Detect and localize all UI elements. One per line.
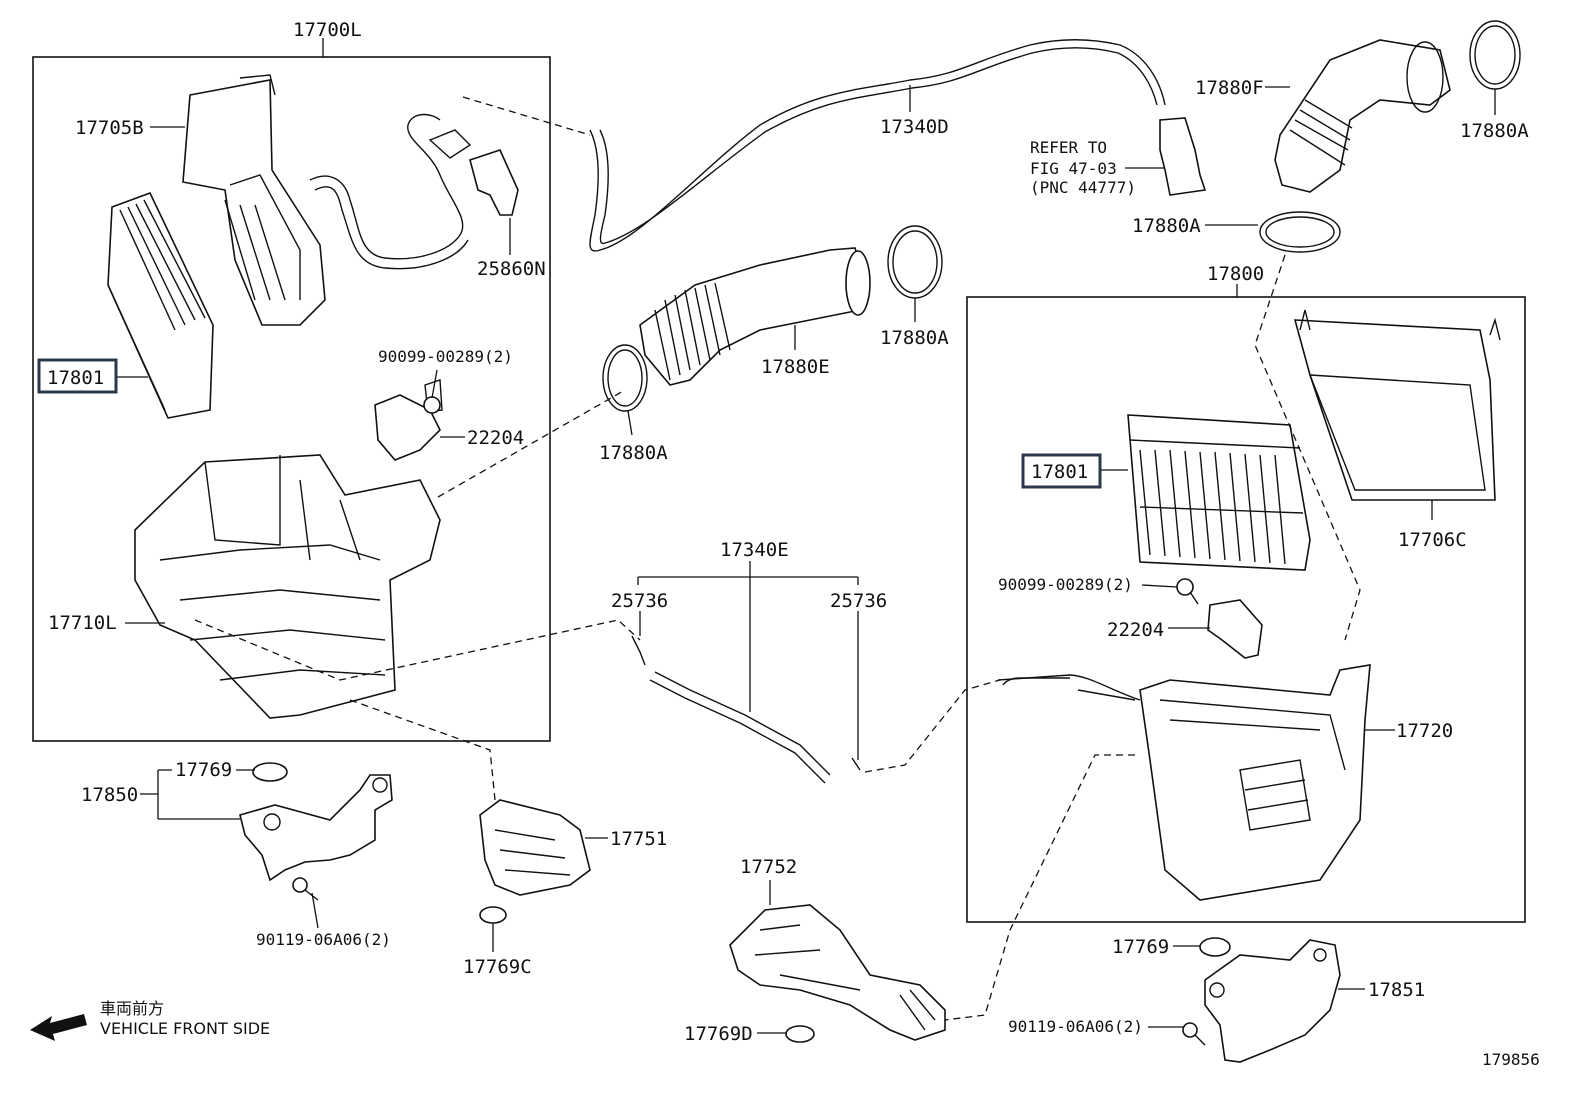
label-refer-to: REFER TO (1030, 138, 1107, 157)
air-cleaner-case-17720 (1002, 664, 1371, 901)
label-17851[interactable]: 17851 (1368, 979, 1425, 1001)
dash-line-3 (349, 699, 496, 801)
bolt-90099-left (423, 396, 441, 414)
clamp-17880A-right (1259, 211, 1341, 253)
bolt-90119-left (292, 877, 319, 901)
grommet-17769C (479, 906, 507, 924)
label-17880E[interactable]: 17880E (761, 356, 830, 378)
label-90099-right[interactable]: 90099-00289(2) (998, 575, 1133, 594)
dash-line-5 (864, 679, 1001, 773)
label-17880A-mid-lower[interactable]: 17880A (599, 442, 668, 464)
label-17340E[interactable]: 17340E (720, 539, 789, 561)
clamp-17880A-upper-mid (887, 225, 943, 299)
label-17880A-right[interactable]: 17880A (1132, 215, 1201, 237)
label-17752[interactable]: 17752 (740, 856, 797, 878)
label-17705B[interactable]: 17705B (75, 117, 144, 139)
label-17880A-mid-upper[interactable]: 17880A (880, 327, 949, 349)
label-90099-left[interactable]: 90099-00289(2) (378, 347, 513, 366)
label-25736-left[interactable]: 25736 (611, 590, 668, 612)
bracket-17851 (1204, 939, 1341, 1063)
dash-line-7 (1254, 254, 1361, 641)
grommet-17769D (785, 1025, 815, 1043)
label-25736-right[interactable]: 25736 (830, 590, 887, 612)
label-17850[interactable]: 17850 (81, 784, 138, 806)
hose-17340D (589, 39, 1166, 252)
label-17800[interactable]: 17800 (1207, 263, 1264, 285)
label-17340D[interactable]: 17340D (880, 116, 949, 138)
bolt-90119-right (1182, 1022, 1206, 1046)
label-refer-pnc: (PNC 44777) (1030, 178, 1136, 197)
vehicle-front-arrow-icon (30, 1014, 87, 1041)
intake-elbow-17880F (1274, 39, 1451, 193)
vacuum-hose (309, 113, 464, 260)
label-17710L[interactable]: 17710L (48, 612, 117, 634)
label-22204-left[interactable]: 22204 (467, 427, 524, 449)
clamp-17880A-lower-mid (602, 344, 648, 412)
connector-17340D (1159, 117, 1207, 196)
dash-line-6 (944, 754, 1135, 1021)
hose-17340E (631, 635, 861, 784)
air-duct-17751 (479, 799, 591, 896)
air-duct-17752 (729, 904, 946, 1041)
highlight-box-17801-left (37, 358, 118, 394)
filter-tray-17706C (1293, 309, 1501, 501)
assembly-box-17800 (966, 296, 1526, 923)
label-refer-fig: FIG 47-03 (1030, 159, 1117, 178)
air-filter-element-left (107, 191, 214, 419)
intake-hose-17880E (639, 247, 871, 386)
label-17706C[interactable]: 17706C (1398, 529, 1467, 551)
air-filter-element-right (1127, 414, 1311, 571)
grommet-17769-left (252, 762, 288, 782)
air-cleaner-cap-17705B (182, 74, 326, 326)
label-17801-left[interactable]: 17801 (47, 367, 104, 389)
label-front-jp: 車両前方 (100, 999, 164, 1018)
air-flow-meter-right (1207, 599, 1263, 659)
highlight-box-17801-right (1021, 453, 1102, 489)
label-17769C[interactable]: 17769C (463, 956, 532, 978)
assembly-box-17700L (32, 56, 551, 742)
label-90119-left[interactable]: 90119-06A06(2) (256, 930, 391, 949)
vsv-sensor-25860N (428, 129, 519, 216)
label-17880F[interactable]: 17880F (1195, 77, 1264, 99)
bolt-90099-right (1176, 578, 1199, 605)
label-22204-right[interactable]: 22204 (1107, 619, 1164, 641)
dash-line-1 (462, 96, 591, 136)
label-17700L[interactable]: 17700L (293, 19, 362, 41)
label-17769-left[interactable]: 17769 (175, 759, 232, 781)
bracket-17850 (239, 774, 393, 882)
air-cleaner-case-17710L (134, 454, 441, 719)
label-17720[interactable]: 17720 (1396, 720, 1453, 742)
label-90119-right[interactable]: 90119-06A06(2) (1008, 1017, 1143, 1036)
label-17751[interactable]: 17751 (610, 828, 667, 850)
clamp-17880A-top-right (1469, 20, 1521, 90)
grommet-17769-right (1199, 937, 1231, 957)
label-front-en: VEHICLE FRONT SIDE (100, 1019, 270, 1038)
hose-to-17720 (997, 674, 1141, 701)
label-17769-right[interactable]: 17769 (1112, 936, 1169, 958)
air-flow-meter-left (374, 379, 443, 461)
label-17801-right[interactable]: 17801 (1031, 461, 1088, 483)
figure-number: 179856 (1482, 1050, 1540, 1069)
label-25860N[interactable]: 25860N (477, 258, 546, 280)
label-17880A-top-right[interactable]: 17880A (1460, 120, 1529, 142)
dash-line-4 (194, 619, 641, 681)
label-17769D[interactable]: 17769D (684, 1023, 753, 1045)
